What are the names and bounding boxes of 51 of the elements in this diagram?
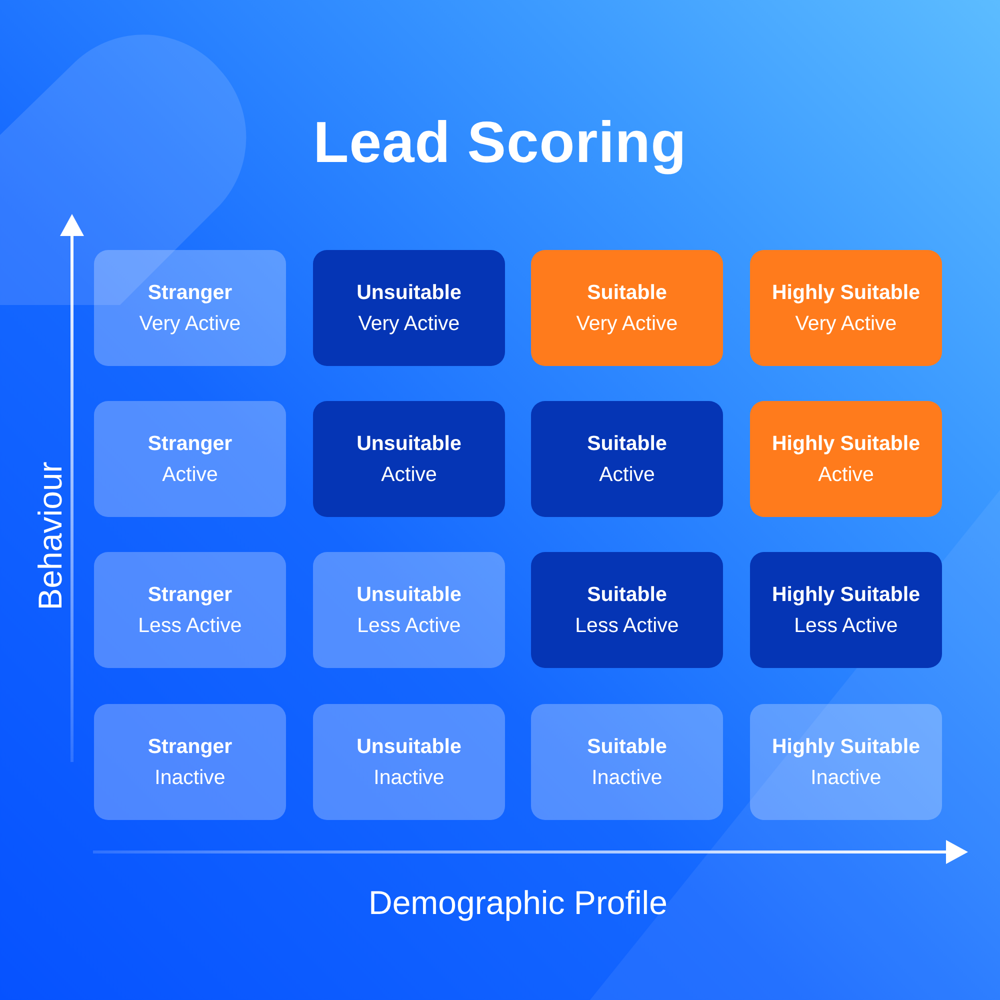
score-tile xyxy=(531,704,723,820)
score-tile xyxy=(313,401,505,517)
tile-heading: Unsuitable xyxy=(356,431,462,457)
score-tile xyxy=(313,552,505,668)
score-tile xyxy=(313,250,505,366)
tile-subheading: Active xyxy=(381,462,437,488)
tile-subheading: Inactive xyxy=(374,765,444,791)
score-tile xyxy=(94,552,286,668)
tile-subheading: Less Active xyxy=(575,613,679,639)
tile-heading: Stranger xyxy=(148,734,232,760)
tile-subheading: Less Active xyxy=(357,613,461,639)
tile-heading: Stranger xyxy=(148,582,232,608)
axis-label: Behaviour xyxy=(30,462,69,610)
tile-heading: Suitable xyxy=(587,582,667,608)
tile-heading: Unsuitable xyxy=(356,582,462,608)
tile-heading: Highly Suitable xyxy=(772,582,920,608)
tile-subheading: Very Active xyxy=(139,311,241,337)
tile-heading: Highly Suitable xyxy=(772,280,920,306)
score-tile xyxy=(94,401,286,517)
tile-heading: Highly Suitable xyxy=(772,734,920,760)
tile-subheading: Active xyxy=(599,462,655,488)
score-tile xyxy=(750,250,942,366)
tile-subheading: Very Active xyxy=(576,311,678,337)
tile-heading: Suitable xyxy=(587,734,667,760)
tile-heading: Suitable xyxy=(587,280,667,306)
tile-subheading: Active xyxy=(818,462,874,488)
tile-subheading: Very Active xyxy=(795,311,897,337)
tile-heading: Highly Suitable xyxy=(772,431,920,457)
score-tile xyxy=(750,552,942,668)
tile-heading: Unsuitable xyxy=(356,280,462,306)
score-tile xyxy=(531,552,723,668)
tile-heading: Stranger xyxy=(148,431,232,457)
score-tile xyxy=(531,250,723,366)
title: Lead Scoring xyxy=(313,110,687,175)
tile-subheading: Inactive xyxy=(154,765,226,791)
axis-label: Demographic Profile xyxy=(368,883,668,923)
tile-subheading: Less Active xyxy=(138,613,242,639)
score-tile xyxy=(531,401,723,517)
score-tile xyxy=(94,704,286,820)
tile-subheading: Very Active xyxy=(358,311,460,337)
score-tile xyxy=(94,250,286,366)
tile-subheading: Active xyxy=(162,462,218,488)
tile-heading: Unsuitable xyxy=(356,734,462,760)
tile-heading: Stranger xyxy=(148,280,232,306)
score-tile xyxy=(750,401,942,517)
score-tile xyxy=(313,704,505,820)
tile-subheading: Inactive xyxy=(592,765,662,791)
tile-heading: Suitable xyxy=(587,431,667,457)
score-tile xyxy=(750,704,942,820)
tile-subheading: Less Active xyxy=(794,613,898,639)
tile-subheading: Inactive xyxy=(810,765,882,791)
